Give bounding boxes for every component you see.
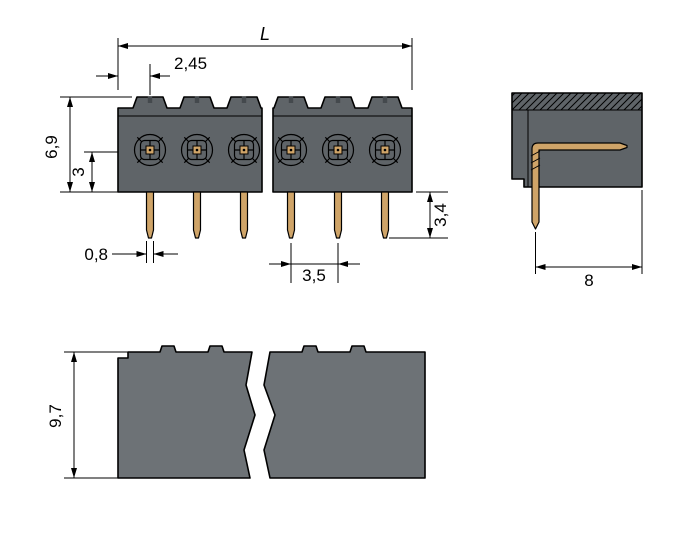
arrow-right-icon xyxy=(281,261,291,267)
right-angle-pin xyxy=(531,142,628,230)
arrow-right-icon xyxy=(402,43,412,49)
arrow-up-icon xyxy=(71,352,77,362)
dim-label-housing-height: 6,9 xyxy=(42,135,61,159)
housing-bottom-left-half xyxy=(117,345,256,479)
solder-pin xyxy=(286,191,296,239)
dim-pin-to-back: 8 xyxy=(535,190,643,290)
arrow-left-icon xyxy=(153,251,164,257)
arrow-up-icon xyxy=(67,97,73,107)
dim-label-pin-axis-to-bottom: 3 xyxy=(69,167,88,176)
dim-total-length: L xyxy=(117,24,413,90)
dim-label-edge-to-first-pole: 2,45 xyxy=(174,54,207,73)
dim-housing-height: 6,9 xyxy=(42,96,132,193)
dim-label-housing-depth: 9,7 xyxy=(46,404,65,428)
side-view: 8 xyxy=(511,92,643,290)
arrow-down-icon xyxy=(67,182,73,192)
dim-pin-axis-to-bottom: 3 xyxy=(69,151,118,192)
dim-label-pin-to-back: 8 xyxy=(584,271,593,290)
arrow-left-icon xyxy=(338,261,348,267)
arrow-left-icon xyxy=(150,73,160,79)
dim-label-pole-pitch: 3,5 xyxy=(302,266,326,285)
arrow-right-icon xyxy=(136,251,147,257)
dim-pin-width: 0,8 xyxy=(84,241,178,264)
hatch-lines xyxy=(512,93,642,110)
housing-side xyxy=(511,92,643,188)
dim-label-pin-protrusion: 3,4 xyxy=(431,203,450,227)
dim-edge-to-first-pole: 2,45 xyxy=(96,54,207,95)
dim-pole-pitch: 3,5 xyxy=(269,243,360,285)
solder-pin xyxy=(145,191,155,239)
arrow-down-icon xyxy=(427,228,433,238)
arrow-left-icon xyxy=(535,264,546,270)
dim-pin-protrusion: 3,4 xyxy=(389,191,450,239)
pin-grip-serrations xyxy=(530,150,541,171)
bottom-view: 9,7 xyxy=(46,345,426,479)
arrow-right-icon xyxy=(632,264,642,270)
housing-front-left-half xyxy=(117,96,263,193)
arrow-left-icon xyxy=(118,43,128,49)
solder-pin xyxy=(333,191,343,239)
arrow-up-icon xyxy=(89,152,95,162)
dim-label-pin-width: 0,8 xyxy=(84,245,108,264)
solder-pin xyxy=(192,191,202,239)
dim-housing-depth: 9,7 xyxy=(46,351,128,479)
arrow-down-icon xyxy=(71,468,77,478)
arrow-down-icon xyxy=(89,182,95,192)
dim-label-total-length: L xyxy=(260,24,270,44)
front-view: L 2,45 6,9 3 xyxy=(42,24,450,285)
solder-pin xyxy=(380,191,390,239)
arrow-right-icon xyxy=(108,73,118,79)
solder-pin xyxy=(239,191,249,239)
hatch-band xyxy=(512,93,642,110)
housing-bottom-right-half xyxy=(263,345,426,479)
housing-front-right-half xyxy=(272,96,413,193)
arrow-up-icon xyxy=(427,192,433,202)
